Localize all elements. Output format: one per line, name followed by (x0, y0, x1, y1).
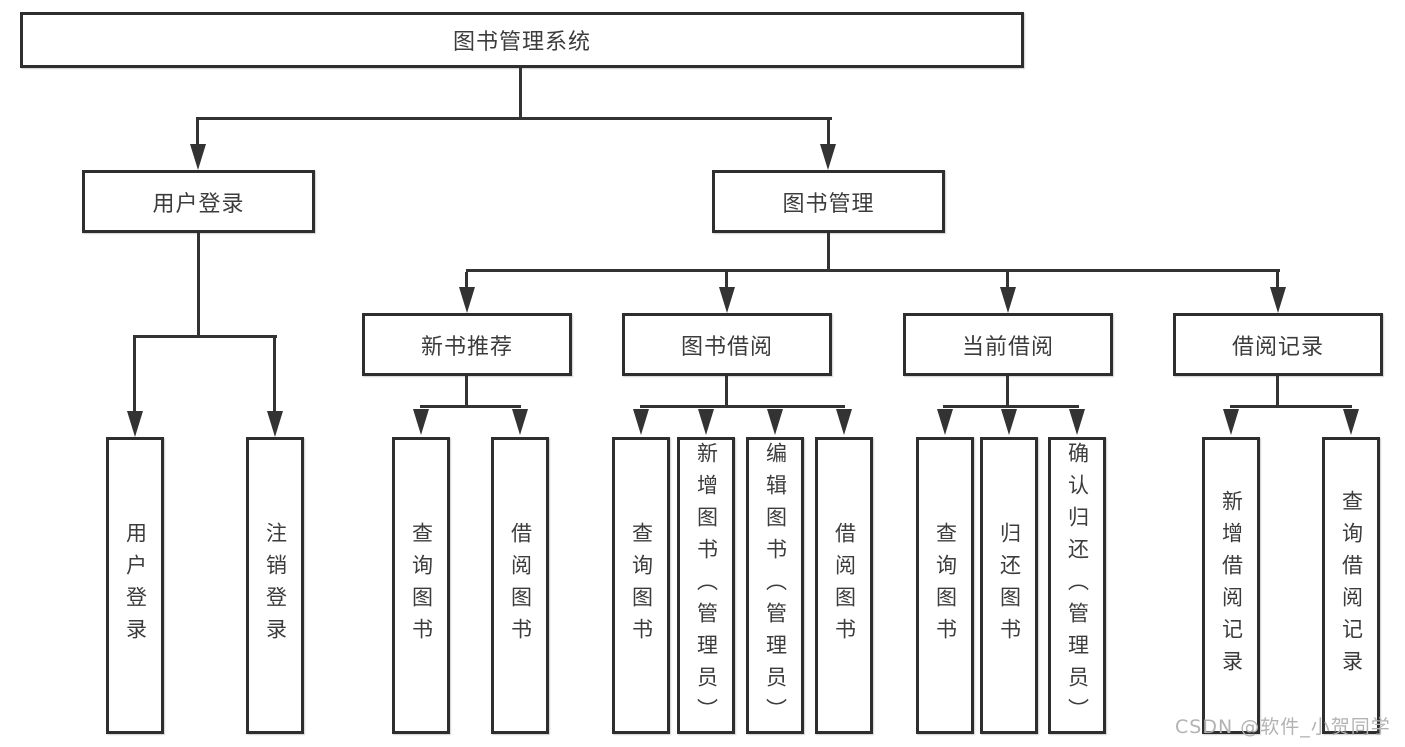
connector-line (1276, 272, 1279, 287)
connector-line (1276, 376, 1279, 407)
connector-line (725, 376, 728, 407)
arrow-down-icon (1270, 287, 1286, 313)
connector-line (197, 233, 200, 335)
connector-line (725, 272, 728, 287)
node-label: 确认归还（管理员） (1065, 441, 1090, 730)
node-label: 当前借阅 (961, 334, 1054, 360)
arrow-down-icon (1000, 287, 1016, 313)
connector-line (196, 117, 832, 120)
arrow-down-icon (127, 411, 143, 437)
connector-line (273, 338, 276, 411)
node-new-book-recommendation: 新书推荐 (362, 313, 572, 376)
arrow-down-icon (512, 409, 528, 435)
arrow-down-icon (820, 144, 836, 170)
leaf-borrow-books-recommend: 借阅图书 (491, 437, 549, 734)
connector-line (1006, 272, 1009, 287)
node-library-management-system: 图书管理系统 (20, 12, 1024, 68)
node-label: 新书推荐 (420, 334, 513, 360)
connector-line (827, 120, 830, 146)
connector-line (420, 405, 521, 408)
node-label: 图书借阅 (680, 334, 773, 360)
node-label: 归还图书 (997, 521, 1022, 650)
connector-line (1006, 376, 1009, 407)
node-label: 查询借阅记录 (1339, 489, 1364, 682)
leaf-query-borrow-record: 查询借阅记录 (1322, 437, 1380, 734)
connector-line (466, 269, 1280, 272)
node-book-borrowing: 图书借阅 (622, 313, 832, 376)
leaf-query-books-current: 查询图书 (916, 437, 974, 734)
arrow-down-icon (767, 409, 783, 435)
leaf-query-books-recommend: 查询图书 (392, 437, 450, 734)
connector-line (640, 405, 845, 408)
arrow-down-icon (1223, 409, 1239, 435)
node-label: 用户登录 (123, 521, 148, 650)
node-label: 借阅图书 (832, 521, 857, 650)
node-label: 图书管理系统 (452, 30, 591, 55)
connector-line (519, 68, 522, 118)
connector-line (465, 376, 468, 407)
node-label: 借阅图书 (508, 521, 533, 650)
node-current-borrowing: 当前借阅 (903, 313, 1113, 376)
leaf-borrow-books-borrowing: 借阅图书 (815, 437, 873, 734)
csdn-watermark: CSDN @软件_小贺同学 (1175, 716, 1391, 738)
arrow-down-icon (1001, 409, 1017, 435)
leaf-add-book-admin: 新增图书（管理员） (677, 437, 735, 734)
node-label: 查询图书 (629, 521, 654, 650)
arrow-down-icon (190, 144, 206, 170)
arrow-down-icon (413, 409, 429, 435)
connector-line (1230, 405, 1352, 408)
leaf-confirm-return-admin: 确认归还（管理员） (1048, 437, 1106, 734)
node-label: 注销登录 (263, 521, 288, 650)
leaf-add-borrow-record: 新增借阅记录 (1202, 437, 1260, 734)
node-borrowing-records: 借阅记录 (1173, 313, 1383, 376)
leaf-query-books-borrowing: 查询图书 (612, 437, 670, 734)
arrow-down-icon (836, 409, 852, 435)
leaf-return-books: 归还图书 (980, 437, 1038, 734)
node-label: 查询图书 (933, 521, 958, 650)
leaf-logout: 注销登录 (246, 437, 304, 734)
connector-line (943, 405, 1079, 408)
connector-line (133, 335, 277, 338)
arrow-down-icon (937, 409, 953, 435)
connector-line (465, 272, 468, 287)
arrow-down-icon (1343, 409, 1359, 435)
leaf-user-login: 用户登录 (106, 437, 164, 734)
connector-line (133, 338, 136, 411)
node-label: 编辑图书（管理员） (763, 441, 788, 730)
node-book-management: 图书管理 (712, 170, 945, 233)
connector-line (196, 120, 199, 146)
arrow-down-icon (459, 287, 475, 313)
arrow-down-icon (719, 287, 735, 313)
node-label: 用户登录 (152, 191, 245, 217)
node-label: 借阅记录 (1231, 334, 1324, 360)
node-label: 新增图书（管理员） (694, 441, 719, 730)
arrow-down-icon (1069, 409, 1085, 435)
node-label: 查询图书 (409, 521, 434, 650)
arrow-down-icon (633, 409, 649, 435)
arrow-down-icon (267, 411, 283, 437)
node-label: 图书管理 (782, 191, 875, 217)
leaf-edit-book-admin: 编辑图书（管理员） (746, 437, 804, 734)
node-user-login: 用户登录 (82, 170, 315, 233)
arrow-down-icon (698, 409, 714, 435)
node-label: 新增借阅记录 (1219, 489, 1244, 682)
connector-line (827, 233, 830, 271)
